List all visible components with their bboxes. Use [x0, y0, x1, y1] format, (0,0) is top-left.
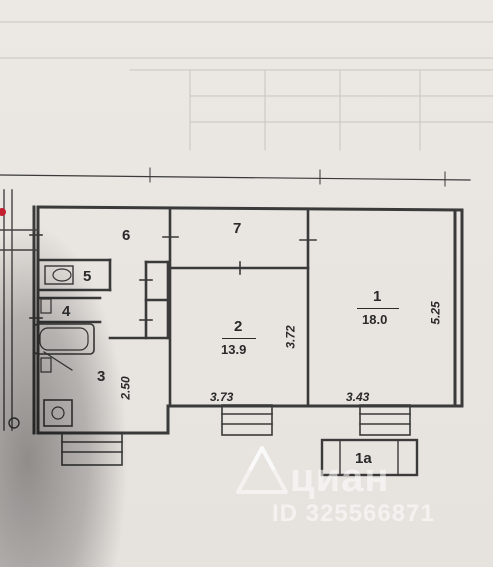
header-table-lines [0, 21, 493, 151]
outer-walls [32, 205, 464, 435]
watermark-brand: циан [290, 456, 390, 500]
room-7-label: 7 [233, 220, 242, 237]
room-6-label: 6 [122, 227, 131, 244]
room-3-height-dimension: 2.50 [118, 376, 133, 400]
red-marker [0, 208, 6, 216]
room-1a-label: 1a [355, 450, 372, 467]
room-1-height-dimension: 5.25 [428, 301, 443, 325]
room-2-fraction-line [222, 338, 256, 339]
room-2-area: 13.9 [221, 342, 247, 357]
top-dimension-line [0, 174, 471, 181]
room-1-label: 1 [373, 288, 382, 305]
room-5-label: 5 [83, 268, 92, 285]
room-3-label: 3 [97, 368, 106, 385]
room-2-height-dimension: 3.72 [283, 325, 298, 349]
room-1-fraction-line [357, 308, 399, 309]
balcony-1a [320, 438, 419, 477]
room-2-label: 2 [234, 318, 243, 335]
stove-fixture [43, 399, 73, 427]
interior-walls [36, 208, 310, 408]
room-4-label: 4 [62, 303, 71, 320]
room-1-width-dimension: 3.43 [346, 390, 370, 404]
room-2-width-dimension: 3.73 [210, 390, 234, 404]
watermark-listing-id: ID 325566871 [272, 500, 435, 527]
toilet-fixture [44, 265, 74, 285]
room-1-area: 18.0 [362, 312, 388, 327]
